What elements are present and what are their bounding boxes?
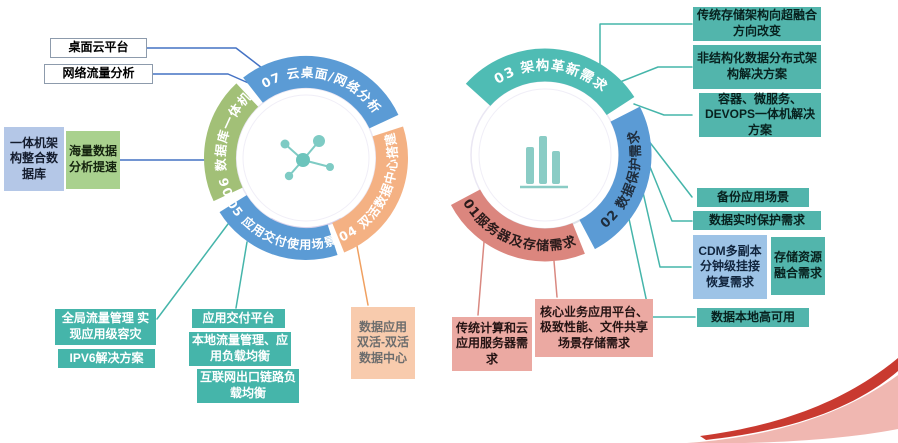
line-cdm [641, 187, 692, 268]
line-global-traffic [156, 223, 229, 320]
line-backup [647, 139, 693, 198]
callout-container-devops: 容器、微服务、DEVOPS一体机解决方案 [699, 92, 821, 137]
segment-04-arc [331, 126, 408, 253]
bar-chart-icon [520, 136, 568, 189]
segment-02-arc [578, 106, 652, 250]
swoosh-pink-band [687, 375, 898, 443]
line-core-business [553, 260, 558, 298]
callout-ipv6-solution: IPV6解决方案 [58, 349, 155, 368]
line-desktop-cloud [146, 47, 263, 69]
callout-unstructured-distributed: 非结构化数据分布式架构解决方案 [693, 45, 821, 89]
callout-internet-link-lb: 互联网出口链路负载均衡 [197, 369, 299, 403]
segment-07-arc [243, 55, 399, 129]
connector-lines [119, 23, 696, 320]
callout-traditional-cloud-server: 传统计算和云应用服务器需求 [452, 317, 532, 371]
segment-03-arc [465, 48, 635, 116]
callout-core-business-storage: 核心业务应用平台、极致性能、文件共享场景存储需求 [535, 299, 653, 357]
callout-network-traffic-analysis: 网络流量分析 [44, 64, 153, 84]
callout-backup-scenario: 备份应用场景 [697, 188, 809, 207]
line-container-devops [633, 103, 693, 116]
molecule-network-icon [280, 135, 334, 181]
swoosh-decoration [687, 358, 898, 443]
callout-storage-to-hci: 传统存储架构向超融合方向改变 [693, 7, 821, 41]
left-wheel: 07 云桌面/网络分析 04 双活数据中心搭建 05 应用交付使用场景 06 数… [204, 55, 408, 260]
line-realtime-protection [647, 161, 693, 222]
left-wheel-decor-arc [270, 217, 342, 229]
callout-local-traffic-mgmt: 本地流量管理、应用负载均衡 [189, 332, 291, 366]
right-wheel: 03 架构革新需求 02 数据保护需求 01服务器及存储需求 [450, 48, 652, 262]
line-traditional-server [477, 241, 485, 316]
line-unstructured [619, 66, 693, 83]
line-storage-hci [599, 23, 693, 69]
segment-01-arc [450, 188, 585, 262]
callout-active-active-dc: 数据应用双活-双活数据中心 [351, 307, 415, 379]
callout-storage-resource-fusion: 存储资源融合需求 [771, 237, 825, 295]
callout-realtime-protection: 数据实时保护需求 [693, 211, 821, 230]
line-network-traffic [152, 73, 254, 86]
segment-05-arc [219, 194, 338, 260]
callout-aio-architecture-db: 一体机架构整合数据库 [4, 127, 64, 191]
line-app-delivery [235, 241, 248, 309]
callout-cdm-recovery: CDM多副本分钟级挂接恢复需求 [693, 235, 767, 299]
callout-mass-data-speedup: 海量数据分析提速 [66, 131, 120, 189]
callout-app-delivery-platform: 应用交付平台 [192, 309, 285, 328]
callout-local-high-availability: 数据本地高可用 [697, 308, 809, 327]
segment-06-arc [204, 83, 259, 202]
line-active-active [356, 245, 369, 306]
callout-desktop-cloud-platform: 桌面云平台 [50, 38, 147, 58]
callout-global-traffic-mgmt: 全局流量管理 实现应用级容灾 [55, 309, 156, 345]
